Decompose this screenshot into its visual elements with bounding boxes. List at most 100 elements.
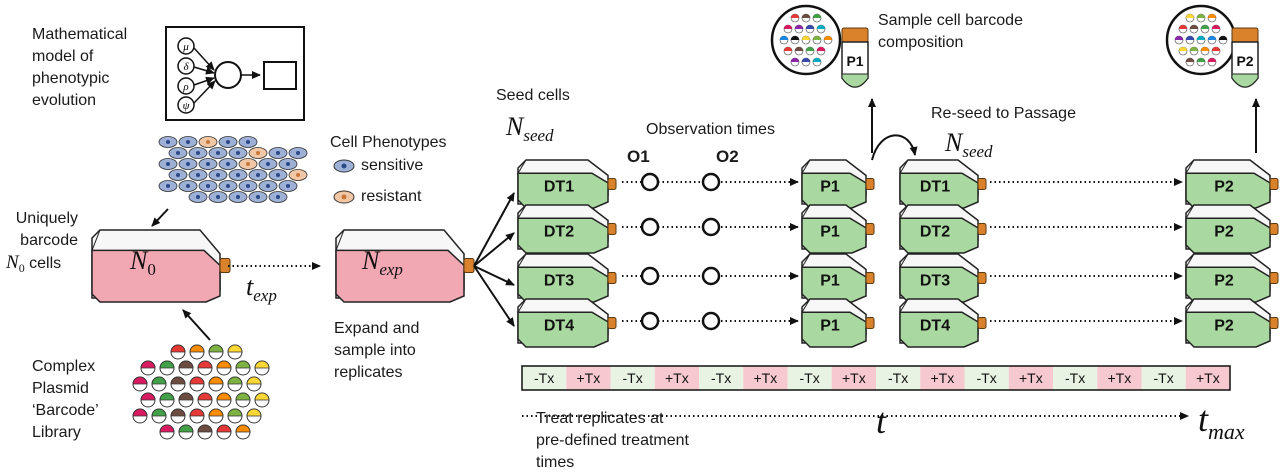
cap-icon [1269, 222, 1279, 235]
flask-label: P1 [820, 224, 840, 241]
cap-icon [219, 258, 231, 274]
treatment-label: +Tx [842, 370, 866, 386]
dt-flask-4: DT4 [517, 298, 617, 348]
replicate-rows [622, 172, 1183, 331]
model-caption: Mathematical model of phenotypic evoluti… [32, 26, 128, 109]
treatment-cell [1053, 366, 1098, 390]
observation-point [640, 172, 660, 192]
sample-group-P2: P2 [1165, 4, 1259, 88]
flask-label: P1 [820, 179, 840, 196]
cap-icon [977, 177, 987, 190]
model-diagram: μ δ ρ ψ [165, 26, 305, 121]
flask-label: DT2 [920, 224, 950, 241]
treatment-label: +Tx [1019, 370, 1043, 386]
tube-label: P2 [1236, 53, 1253, 69]
o2-label: O2 [716, 147, 739, 166]
treatment-label: +Tx [931, 370, 955, 386]
treatment-label: +Tx [1108, 370, 1132, 386]
dt-flask-3: DT3 [517, 253, 617, 303]
p2-flask-2: P2 [1185, 204, 1279, 254]
p1-flask-2: P1 [801, 204, 875, 254]
flask-label: DT4 [920, 318, 950, 335]
treatment-cell [1008, 366, 1053, 390]
treatment-label: +Tx [754, 370, 778, 386]
treatment-cell [1185, 366, 1230, 390]
flask-label: DT4 [544, 318, 574, 335]
reseed-caption: Re-seed to Passage [931, 105, 1076, 122]
texp-label: texp [246, 272, 277, 306]
observation-point [701, 217, 721, 237]
treatment-cell [1141, 366, 1186, 390]
observation-title: Observation times [646, 121, 775, 138]
p2-flask-1: P2 [1185, 159, 1279, 209]
p1-flask-4: P1 [801, 298, 875, 348]
cap-icon [463, 258, 475, 274]
treatment-label: -Tx [888, 370, 908, 386]
o1-label: O1 [627, 147, 650, 166]
observation-point [701, 266, 721, 286]
treatment-cell [831, 366, 876, 390]
svg-text:ψ: ψ [183, 100, 190, 112]
cap-icon [865, 177, 875, 190]
resistant-label: resistant [361, 188, 422, 205]
reseed-nseed-label: Nseed [945, 128, 993, 162]
flask-label: P1 [820, 273, 840, 290]
model-output [263, 61, 297, 90]
p1-flask-3: P1 [801, 253, 875, 303]
treatment-cell [566, 366, 611, 390]
svg-text:μ: μ [182, 41, 189, 53]
p2-flask-3: P2 [1185, 253, 1279, 303]
flask-label: DT2 [544, 224, 574, 241]
cap-icon [607, 222, 617, 235]
treatment-label: -Tx [534, 370, 554, 386]
dt-flask-2: DT2 [517, 204, 617, 254]
flask-label: DT1 [920, 179, 950, 196]
cap-icon [607, 316, 617, 329]
treatment-cell [964, 366, 1009, 390]
cell-cluster [158, 136, 308, 203]
param-node [177, 57, 195, 75]
treatment-cell [1097, 366, 1142, 390]
dt-reseed-flask-2: DT2 [899, 204, 987, 254]
flask-label: P1 [820, 318, 840, 335]
flask-label: P2 [1214, 179, 1234, 196]
cap-icon [865, 316, 875, 329]
cap-icon [977, 316, 987, 329]
cap-icon [607, 177, 617, 190]
cap-icon [1269, 316, 1279, 329]
observation-point [701, 172, 721, 192]
param-node [177, 96, 195, 114]
flask-label: P2 [1214, 224, 1234, 241]
cap-icon [865, 271, 875, 284]
dt-flask-1: DT1 [517, 159, 617, 209]
dt-reseed-flask-4: DT4 [899, 298, 987, 348]
treatment-label: -Tx [711, 370, 731, 386]
expand-caption: Expand and sample into replicates [334, 320, 420, 381]
treat-caption: Treat replicates at pre-defined treatmen… [536, 410, 689, 471]
sample-group-P1: P1 [770, 4, 869, 88]
treatment-cell [920, 366, 965, 390]
treatment-cell [743, 366, 788, 390]
svg-text:δ: δ [183, 61, 189, 73]
treatment-cell [610, 366, 655, 390]
flask-label: DT3 [920, 273, 950, 290]
phenotypes-title: Cell Phenotypes [330, 134, 447, 151]
treatment-label: -Tx [977, 370, 997, 386]
treatment-cell [699, 366, 744, 390]
n0-flask [91, 229, 231, 303]
observation-point [701, 311, 721, 331]
observation-point [640, 266, 660, 286]
treatment-cell [654, 366, 699, 390]
treatment-label: +Tx [1196, 370, 1220, 386]
tube-label: P1 [846, 53, 863, 69]
cap-icon [1269, 271, 1279, 284]
time-label: t [876, 401, 887, 441]
sample-caption: Sample cell barcode composition [878, 12, 1023, 51]
flask-label: P2 [1214, 273, 1234, 290]
flask-label: DT1 [544, 179, 574, 196]
cap-icon [865, 222, 875, 235]
sample-groups: P1 P2 [770, 4, 1259, 88]
dt-reseed-flask-1: DT1 [899, 159, 987, 209]
